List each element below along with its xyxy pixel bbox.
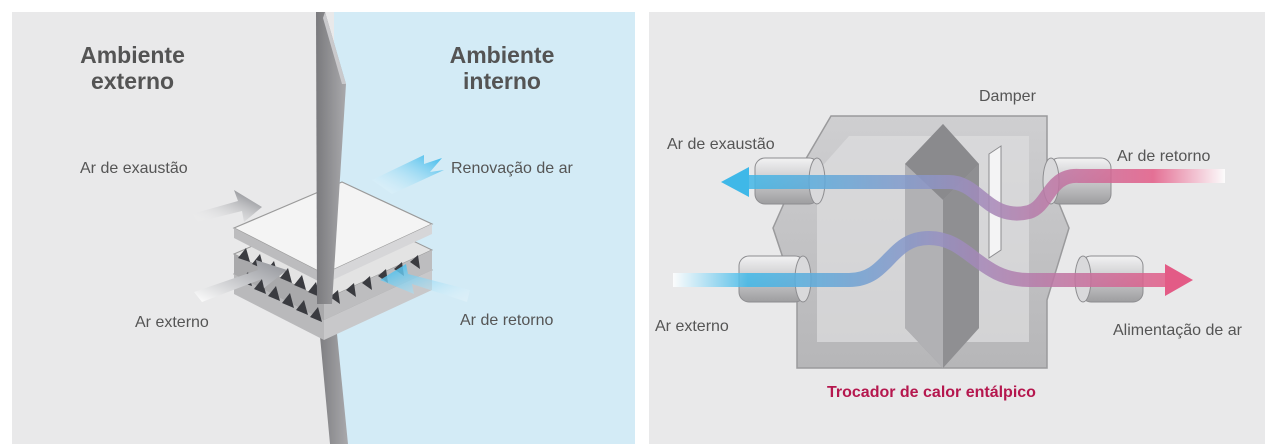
air-renewal-label: Renovação de ar xyxy=(451,160,573,177)
left-diagram-panel: Ambiente externo Ambiente interno Ar de … xyxy=(12,12,635,444)
return-air-label-right: Ar de retorno xyxy=(1117,148,1211,165)
external-air-arrow xyxy=(194,260,287,302)
supply-air-flow xyxy=(673,230,1171,287)
air-supply-label: Alimentação de ar xyxy=(1113,322,1242,339)
internal-environment-heading: Ambiente interno xyxy=(449,42,555,94)
external-air-label: Ar externo xyxy=(135,314,209,331)
renewal-air-arrow xyxy=(372,155,444,194)
exhaust-air-flow xyxy=(745,169,1225,221)
plate-heat-exchanger-illustration xyxy=(192,12,470,444)
supply-air-arrowhead xyxy=(1165,264,1193,296)
exhaust-air-arrow xyxy=(192,190,262,222)
exhaust-air-arrowhead xyxy=(721,167,749,197)
enthalpy-heat-exchanger-illustration xyxy=(673,115,1225,369)
external-air-label-right: Ar externo xyxy=(655,318,729,335)
right-diagram-panel: Damper Ar de exaustão Ar de retorno Ar e… xyxy=(649,12,1265,444)
return-air-arrow xyxy=(380,264,470,302)
exchanger-caption: Trocador de calor entálpico xyxy=(827,384,1036,401)
damper-label: Damper xyxy=(979,88,1036,105)
exhaust-air-label: Ar de exaustão xyxy=(80,160,188,177)
return-air-label: Ar de retorno xyxy=(460,312,554,329)
external-environment-heading: Ambiente externo xyxy=(80,42,185,94)
exhaust-air-label-right: Ar de exaustão xyxy=(667,136,775,153)
wall-upper xyxy=(316,12,346,304)
